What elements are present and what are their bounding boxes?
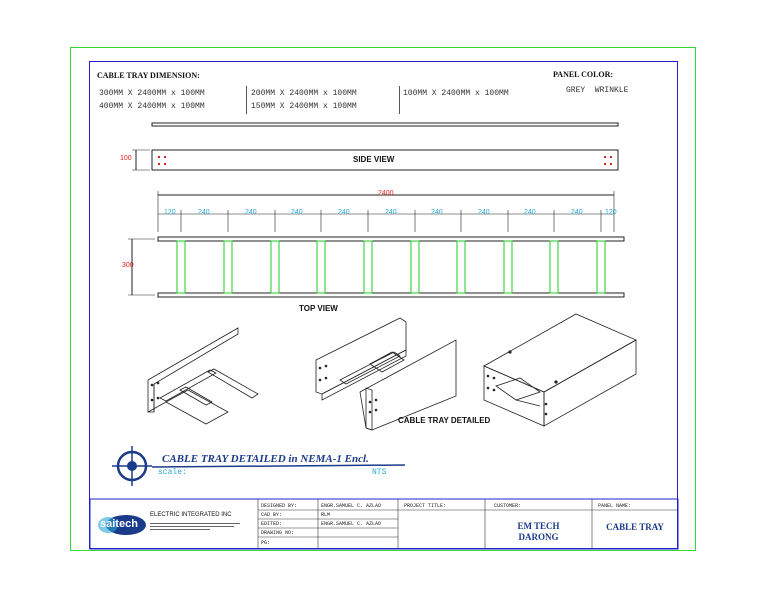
segment-dim: 240 <box>431 209 443 216</box>
scale-label: scale: <box>158 468 187 477</box>
bottom-rail <box>157 292 625 298</box>
dimension-title: CABLE TRAY DIMENSION: <box>97 71 200 80</box>
designed-by-value: ENGR.SAMUEL C. AZLAO <box>321 503 382 509</box>
customer-value: EM TECH DARONG <box>485 521 592 543</box>
company-address-block <box>150 521 246 535</box>
cad-by-value: RLM <box>321 512 331 518</box>
overall-length-dim: 2400 <box>378 190 394 197</box>
segment-dim: 240 <box>478 209 490 216</box>
side-view-holes <box>158 156 612 165</box>
dims-column-2: 200MM X 2400MM x 100MM 150MM X 2400MM x … <box>251 87 357 113</box>
pg-label: PG: <box>261 540 271 546</box>
segment-dim: 240 <box>245 209 257 216</box>
edited-value: ENGR.SAMUEL C. AZLAO <box>321 521 382 527</box>
designed-by-label: DESIGNED BY: <box>261 503 298 509</box>
segment-ticks <box>180 210 602 232</box>
detail-label: CABLE TRAY DETAILED <box>398 416 491 425</box>
dim-entry: 200MM X 2400MM x 100MM <box>251 89 357 98</box>
customer-label: CUSTOMER: <box>494 503 522 509</box>
segment-dim: 240 <box>338 209 350 216</box>
drawing-title: CABLE TRAY DETAILED in NEMA-1 Encl. <box>162 453 369 465</box>
segment-dim: 240 <box>571 209 583 216</box>
top-rail <box>157 236 625 242</box>
cad-by-label: CAD BY: <box>261 512 283 518</box>
title-block-grid <box>89 498 679 550</box>
dim-entry: 150MM X 2400MM x 100MM <box>251 102 357 111</box>
side-view-outline <box>151 149 619 171</box>
company-name: ELECTRIC INTEGRATED INC <box>150 512 232 518</box>
scale-value: NTS <box>372 468 387 477</box>
drawing-no-label: DRAWING NO: <box>261 530 295 536</box>
customer-line-1: EM TECH <box>517 521 560 531</box>
width-dim: 300 <box>122 262 134 269</box>
panel-color-value: GREY WRINKLE <box>566 86 629 95</box>
company-logo: saitech <box>98 514 148 536</box>
segment-dim: 240 <box>198 209 210 216</box>
segment-dim: 240 <box>385 209 397 216</box>
iso-enclosed-tray <box>483 313 637 427</box>
title-underline <box>151 464 406 468</box>
side-view <box>132 149 619 171</box>
dim-entry: 400MM X 2400MM x 100MM <box>99 102 205 111</box>
segment-dim: 120 <box>605 209 617 216</box>
segment-dim: 240 <box>291 209 303 216</box>
dims-divider <box>399 86 400 114</box>
edited-label: EDITED: <box>261 521 283 527</box>
top-view <box>128 191 625 298</box>
dim-entry: 100MM X 2400MM x 100MM <box>403 89 509 98</box>
dims-column-3: 100MM X 2400MM x 100MM <box>403 87 509 100</box>
logo-text: saitech <box>100 518 138 530</box>
dim-entry: 300MM X 2400MM x 100MM <box>99 89 205 98</box>
top-elevation-bar <box>151 122 619 127</box>
drawing-symbol <box>112 446 152 486</box>
panel-name-value: CABLE TRAY <box>606 522 664 532</box>
iso-channel-tray <box>315 317 457 431</box>
segment-dim: 240 <box>524 209 536 216</box>
dims-column-1: 300MM X 2400MM x 100MM 400MM X 2400MM x … <box>99 87 205 113</box>
dims-divider <box>246 86 247 114</box>
panel-color-title: PANEL COLOR: <box>553 70 614 79</box>
outer-sheet-border <box>70 47 696 551</box>
rungs <box>176 240 606 294</box>
segment-dim: 120 <box>164 209 176 216</box>
iso-ladder-tray <box>147 327 259 425</box>
project-title-label: PROJECT TITLE: <box>404 503 447 509</box>
top-view-label: TOP VIEW <box>299 304 338 313</box>
customer-line-2: DARONG <box>518 532 559 542</box>
side-height-dim: 100 <box>120 155 132 162</box>
side-view-label: SIDE VIEW <box>353 155 395 164</box>
panel-name-label: PANEL NAME: <box>598 503 632 509</box>
